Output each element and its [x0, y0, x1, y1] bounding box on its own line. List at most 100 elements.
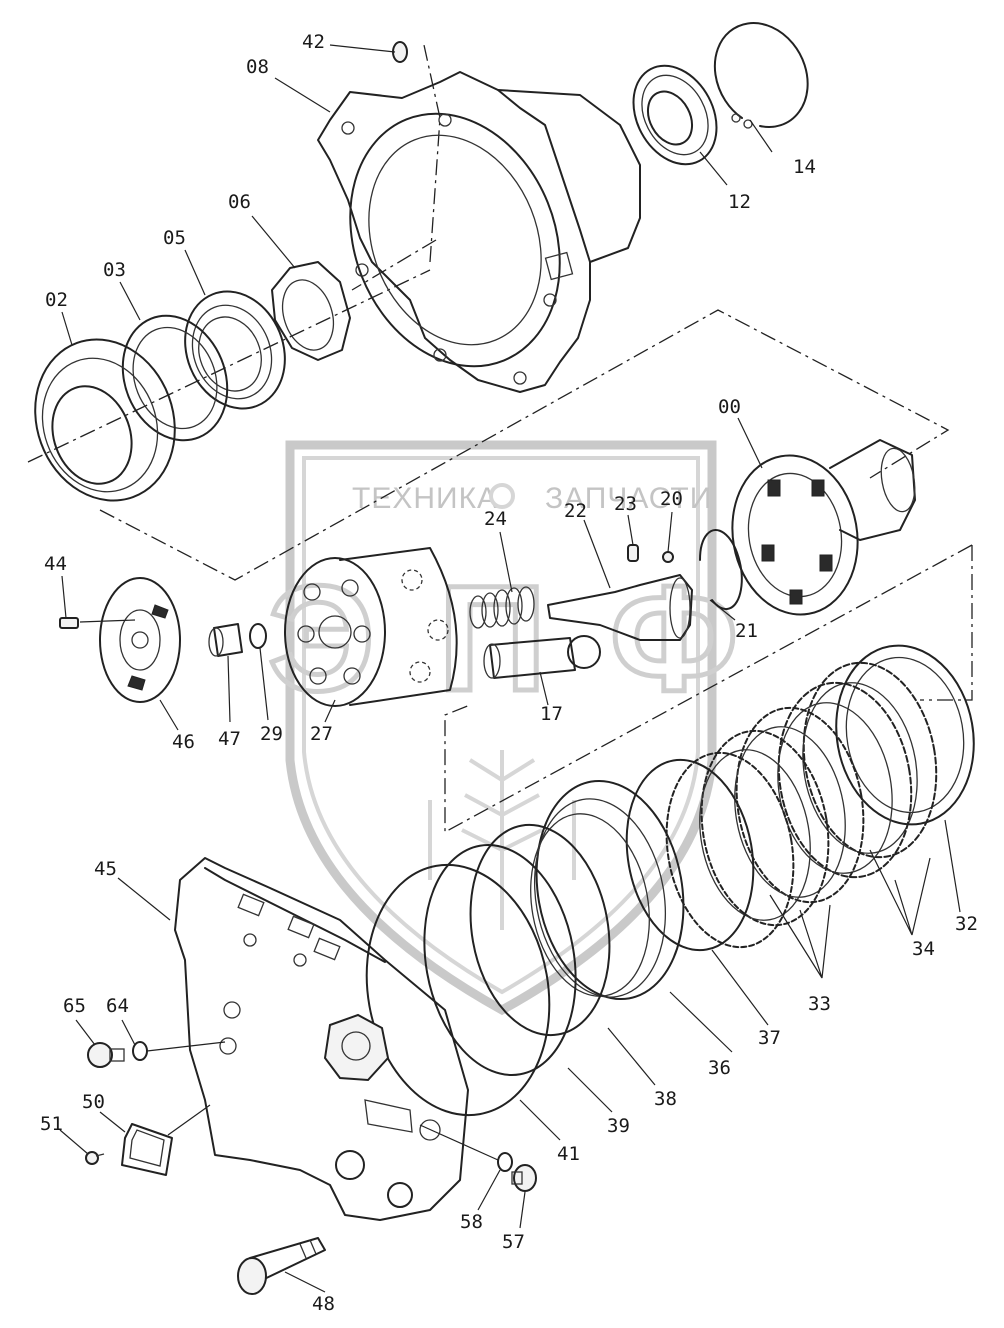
dash-line-right: [920, 545, 973, 701]
bushing-part-47: [208, 623, 243, 657]
watermark-text-left: ТЕХНИКА: [352, 482, 498, 515]
housing-flange-outline: [317, 71, 591, 393]
snap-ring-part-14: [713, 22, 809, 129]
callout-20: 20: [660, 488, 683, 510]
leader-57b: [419, 1124, 499, 1161]
housing-bolt-hole-2: [438, 113, 452, 127]
dash-line-clutch: [444, 544, 973, 834]
bearing-02-bore: [51, 385, 133, 485]
plates-part-34: [777, 661, 938, 879]
callout-50: 50: [82, 1091, 105, 1113]
valve-plate-46-outer: [99, 577, 181, 703]
carrier-00-shaft-end: [880, 447, 916, 513]
leader-36: [669, 991, 733, 1053]
housing-bolt-hole-3: [355, 263, 369, 277]
leader-51: [59, 1129, 89, 1155]
seal-part-05: [184, 290, 286, 410]
callout-03: 03: [103, 259, 126, 281]
shaft-22-body: [547, 574, 693, 641]
callout-29: 29: [260, 723, 283, 745]
nut-part-06: [271, 261, 351, 361]
callout-23: 23: [614, 493, 637, 515]
dash-line-housing-top: [423, 44, 441, 263]
leader-12: [699, 151, 728, 186]
housing-inner-bore: [349, 112, 561, 368]
housing-port: [544, 251, 574, 281]
callout-labels: 42 08 14 12 06 05 03 02 00 23 20 22 24 2…: [40, 31, 978, 1315]
callout-05: 05: [163, 227, 186, 249]
assembly-dash-lines: [27, 44, 973, 834]
leader-37: [711, 949, 769, 1026]
callout-08: 08: [246, 56, 269, 78]
watermark-shield-outline: [285, 440, 717, 1016]
leader-64b: [146, 1041, 226, 1052]
watermark-wheat-icon: [428, 750, 576, 930]
cylinder-27-outline: [339, 547, 458, 706]
piston-part-17: [483, 635, 601, 679]
leader-44: [61, 575, 67, 619]
oring-part-39: [423, 844, 577, 1076]
callout-64: 64: [106, 995, 129, 1017]
housing-bolt-hole-1: [341, 121, 355, 135]
leader-05: [184, 249, 206, 296]
callout-14: 14: [793, 156, 816, 178]
callout-38: 38: [654, 1088, 677, 1110]
carrier-00-slot-1: [767, 479, 781, 497]
housing-inner-ring: [368, 134, 542, 346]
piston-17-ball: [567, 635, 601, 669]
bearing-02-race: [41, 357, 159, 493]
bolt-part-48: [237, 1237, 326, 1295]
leader-02: [61, 311, 73, 346]
watermark-logo-letters: ЭПФ: [268, 554, 738, 722]
carrier-00-slot-3: [761, 544, 775, 562]
callout-33: 33: [808, 993, 831, 1015]
bearing-12-inner: [646, 90, 694, 146]
dash-line-shaft: [99, 309, 950, 581]
oring-part-38: [469, 823, 611, 1037]
leader-24: [499, 531, 513, 593]
cover-part-45: [174, 857, 469, 1221]
bearing-part-12: [632, 64, 718, 166]
callout-39: 39: [607, 1115, 630, 1137]
callout-00: 00: [718, 396, 741, 418]
housing-bolt-hole-5: [513, 371, 527, 385]
ring-03-inner: [132, 326, 218, 430]
snap-ring-14-eye-2: [743, 119, 753, 129]
plate-part-32: [835, 644, 975, 826]
callout-27: 27: [310, 723, 333, 745]
snap-ring-14-arc: [713, 22, 809, 128]
ring-part-37: [625, 758, 755, 952]
cylinder-27-face: [284, 557, 386, 707]
callout-45: 45: [94, 858, 117, 880]
watermark-gear-icon: [489, 483, 515, 509]
dash-line-housing-center: [351, 239, 437, 291]
leader-08: [274, 77, 331, 113]
leader-42: [329, 44, 396, 53]
leader-38: [607, 1027, 656, 1086]
screw-part-44: [59, 617, 79, 629]
housing-bolt-hole-4: [543, 293, 557, 307]
leader-06: [251, 215, 296, 269]
bolt-48-head: [237, 1257, 267, 1295]
oring-part-29: [249, 623, 267, 649]
snap-ring-part-21: [698, 528, 743, 611]
leader-21: [709, 599, 736, 621]
ball-part-20: [662, 551, 674, 563]
leader-34: [869, 849, 931, 936]
cylinder-block-part-27: [284, 547, 458, 707]
cover-45-top-face: [204, 867, 386, 963]
brake-piston-part-36: [530, 779, 685, 1001]
snap-ring-14-eye-1: [731, 113, 741, 123]
leader-58: [477, 1169, 501, 1211]
screw-part-51: [85, 1151, 105, 1165]
callout-46: 46: [172, 731, 195, 753]
callout-12: 12: [728, 191, 751, 213]
leader-lines: [59, 44, 961, 1293]
ring-part-03: [121, 314, 229, 442]
callout-17: 17: [540, 703, 563, 725]
carrier-00-slot-5: [789, 589, 803, 605]
seal-05-outer: [184, 290, 286, 410]
leader-41: [519, 1099, 561, 1141]
leader-27: [324, 699, 336, 723]
